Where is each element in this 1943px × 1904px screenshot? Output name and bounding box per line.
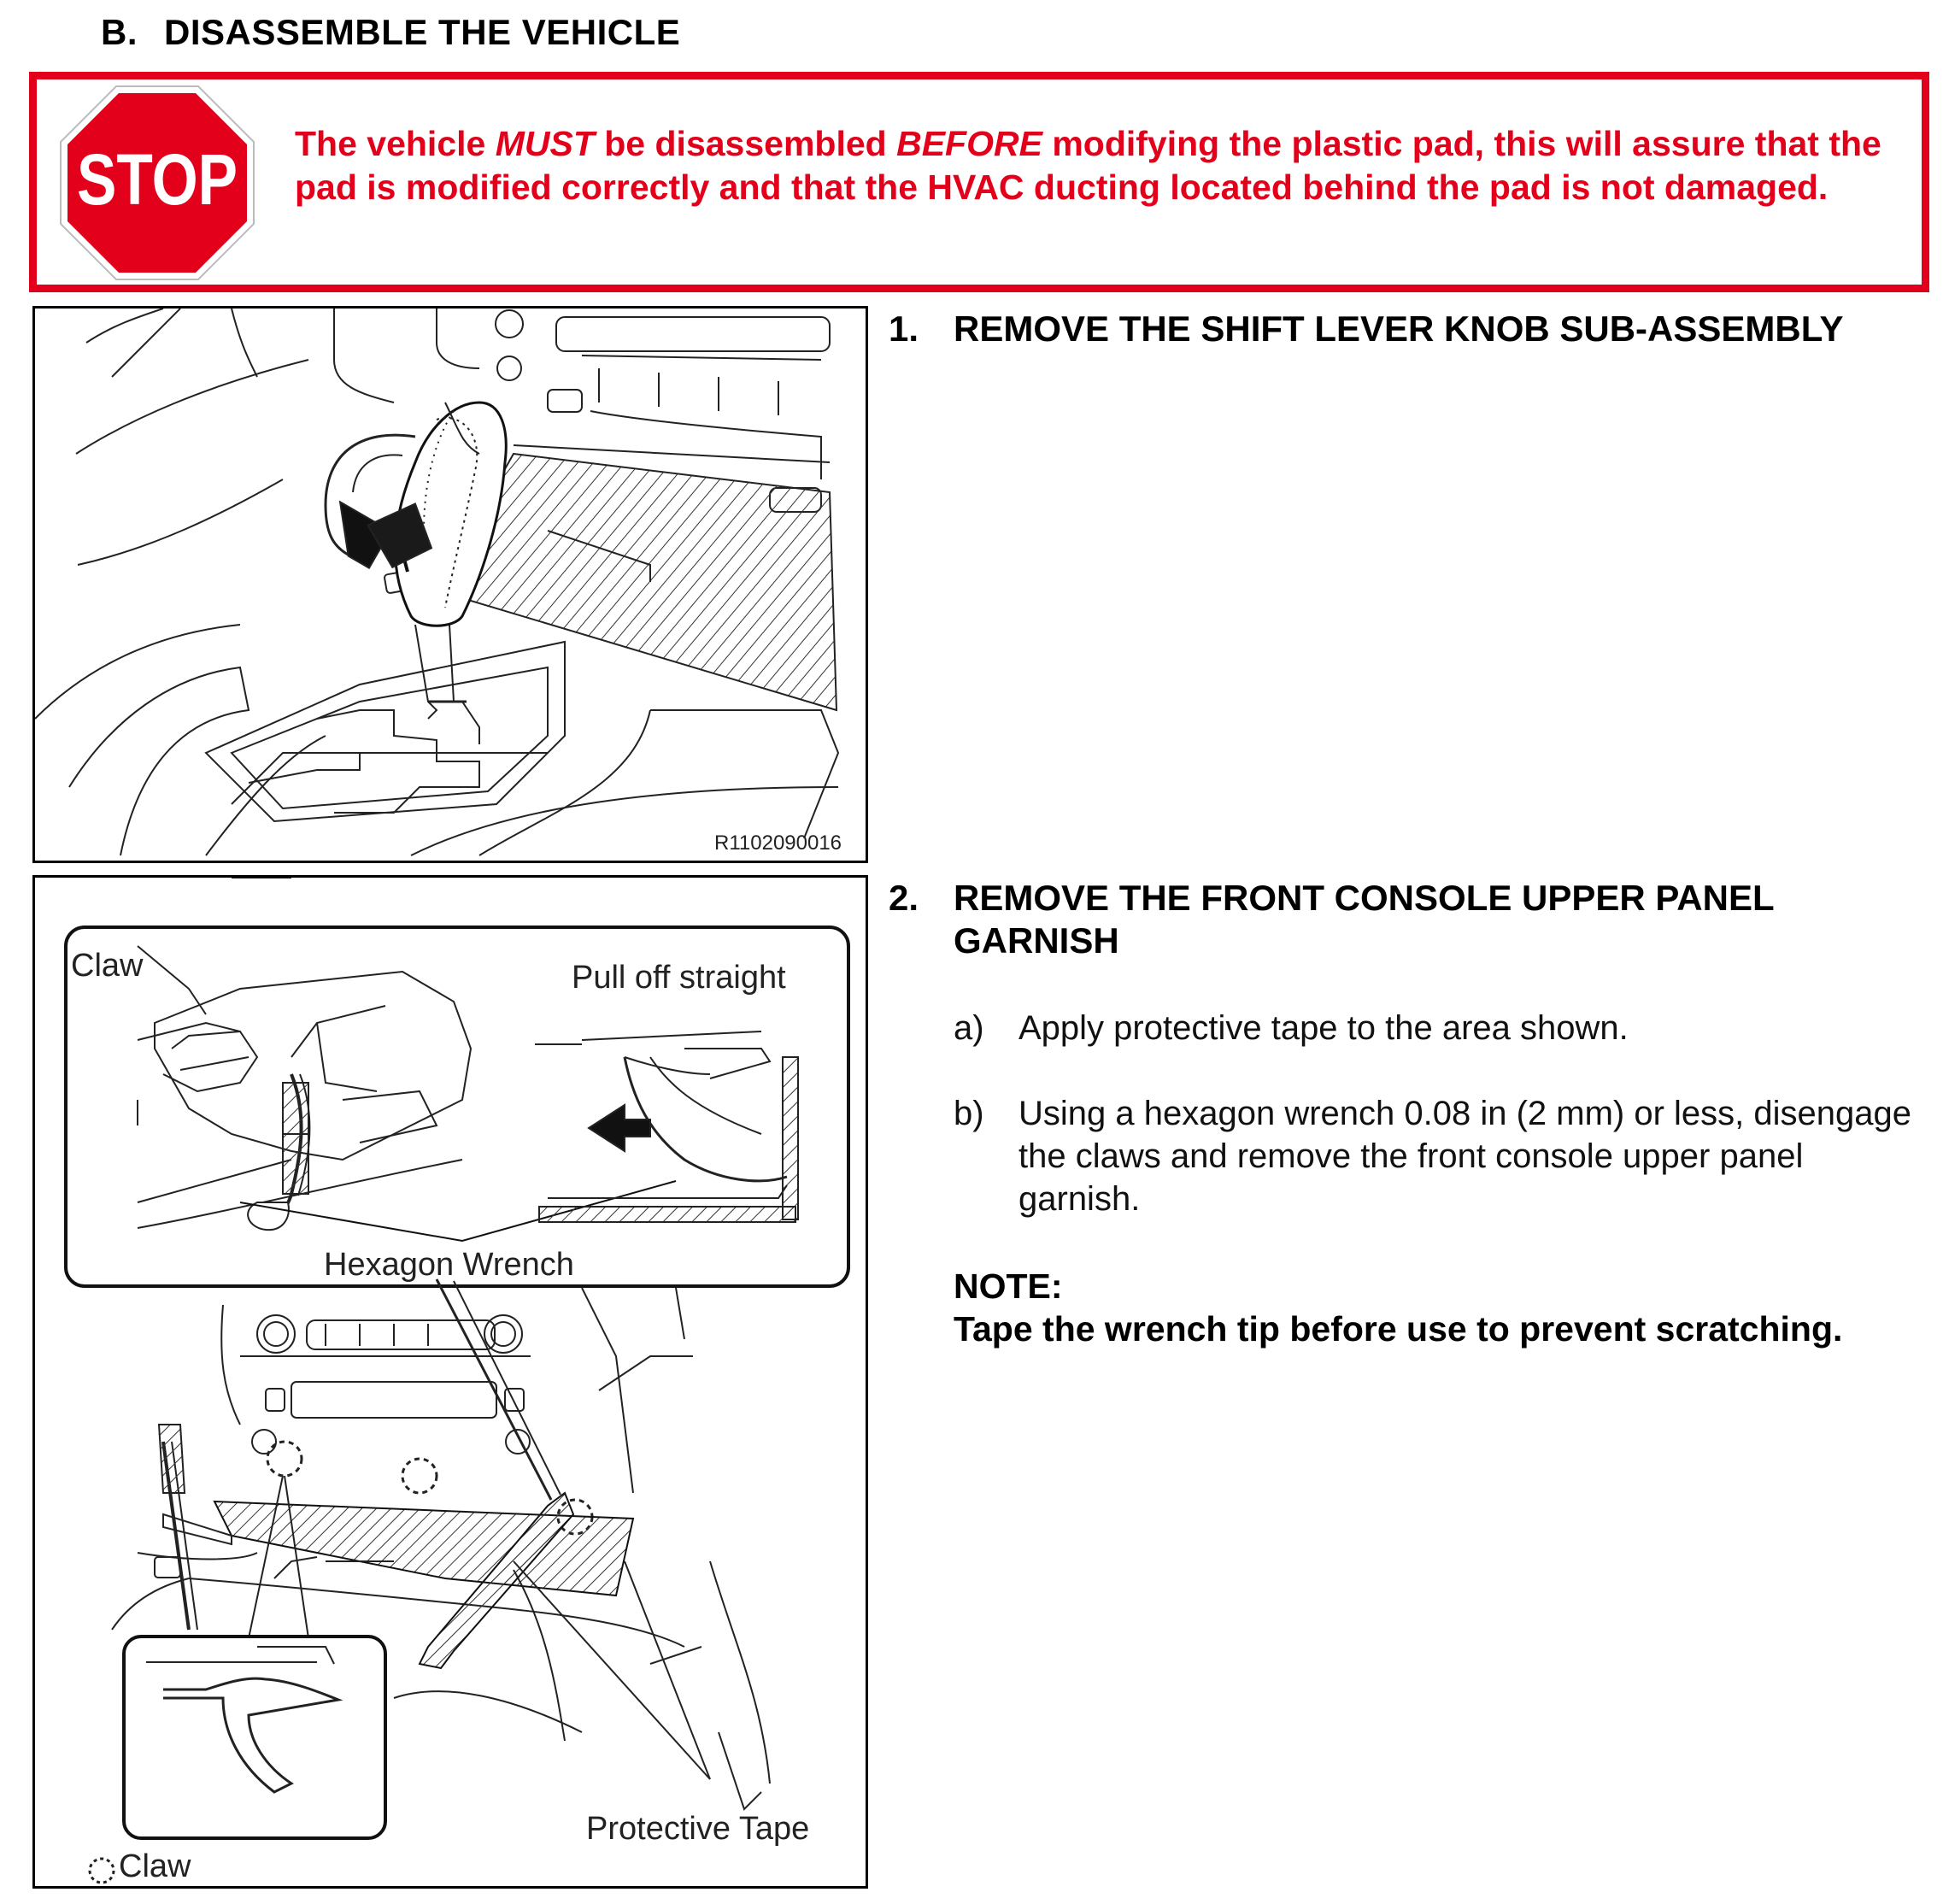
callout-claw-top: Claw xyxy=(71,948,144,984)
warning-text: The vehicle MUST be disassembled BEFORE … xyxy=(295,124,1881,207)
callout-pull-off-straight: Pull off straight xyxy=(572,960,786,996)
step-2-number: 2. xyxy=(889,878,919,918)
legend-claw: Claw xyxy=(119,1848,191,1884)
console-garnish-illustration: Claw Pull off straight Hexagon Wrench Pr… xyxy=(32,875,868,1889)
stop-warning-box: STOP The vehicle MUST be disassembled BE… xyxy=(29,72,1929,292)
step-2-title: REMOVE THE FRONT CONSOLE UPPER PANEL GAR… xyxy=(954,878,1774,961)
emphasis-must: MUST xyxy=(495,124,595,163)
section-heading: B. DISASSEMBLE THE VEHICLE xyxy=(101,12,680,53)
figure-code: R1102090016 xyxy=(714,832,842,855)
note-label: NOTE: xyxy=(954,1266,1063,1306)
step-1-number: 1. xyxy=(889,309,919,349)
substep-b-label: b) xyxy=(954,1095,984,1132)
substep-a-label: a) xyxy=(954,1009,984,1047)
emphasis-before: BEFORE xyxy=(896,124,1042,163)
substep-b-text: Using a hexagon wrench 0.08 in (2 mm) or… xyxy=(1018,1095,1911,1218)
callout-hexagon-wrench: Hexagon Wrench xyxy=(324,1247,574,1283)
section-title: DISASSEMBLE THE VEHICLE xyxy=(164,12,681,52)
note-block: NOTE: Tape the wrench tip before use to … xyxy=(954,1265,1842,1350)
substep-a-text: Apply protective tape to the area shown. xyxy=(1018,1009,1629,1047)
stop-sign-label: STOP xyxy=(77,139,238,220)
step-1-title: REMOVE THE SHIFT LEVER KNOB SUB-ASSEMBLY xyxy=(954,309,1844,349)
stop-sign-icon: STOP xyxy=(60,85,255,280)
callout-protective-tape: Protective Tape xyxy=(586,1811,810,1847)
note-text: Tape the wrench tip before use to preven… xyxy=(954,1309,1843,1349)
shift-knob-illustration: R1102090016 xyxy=(32,306,868,863)
section-letter: B. xyxy=(101,12,138,52)
